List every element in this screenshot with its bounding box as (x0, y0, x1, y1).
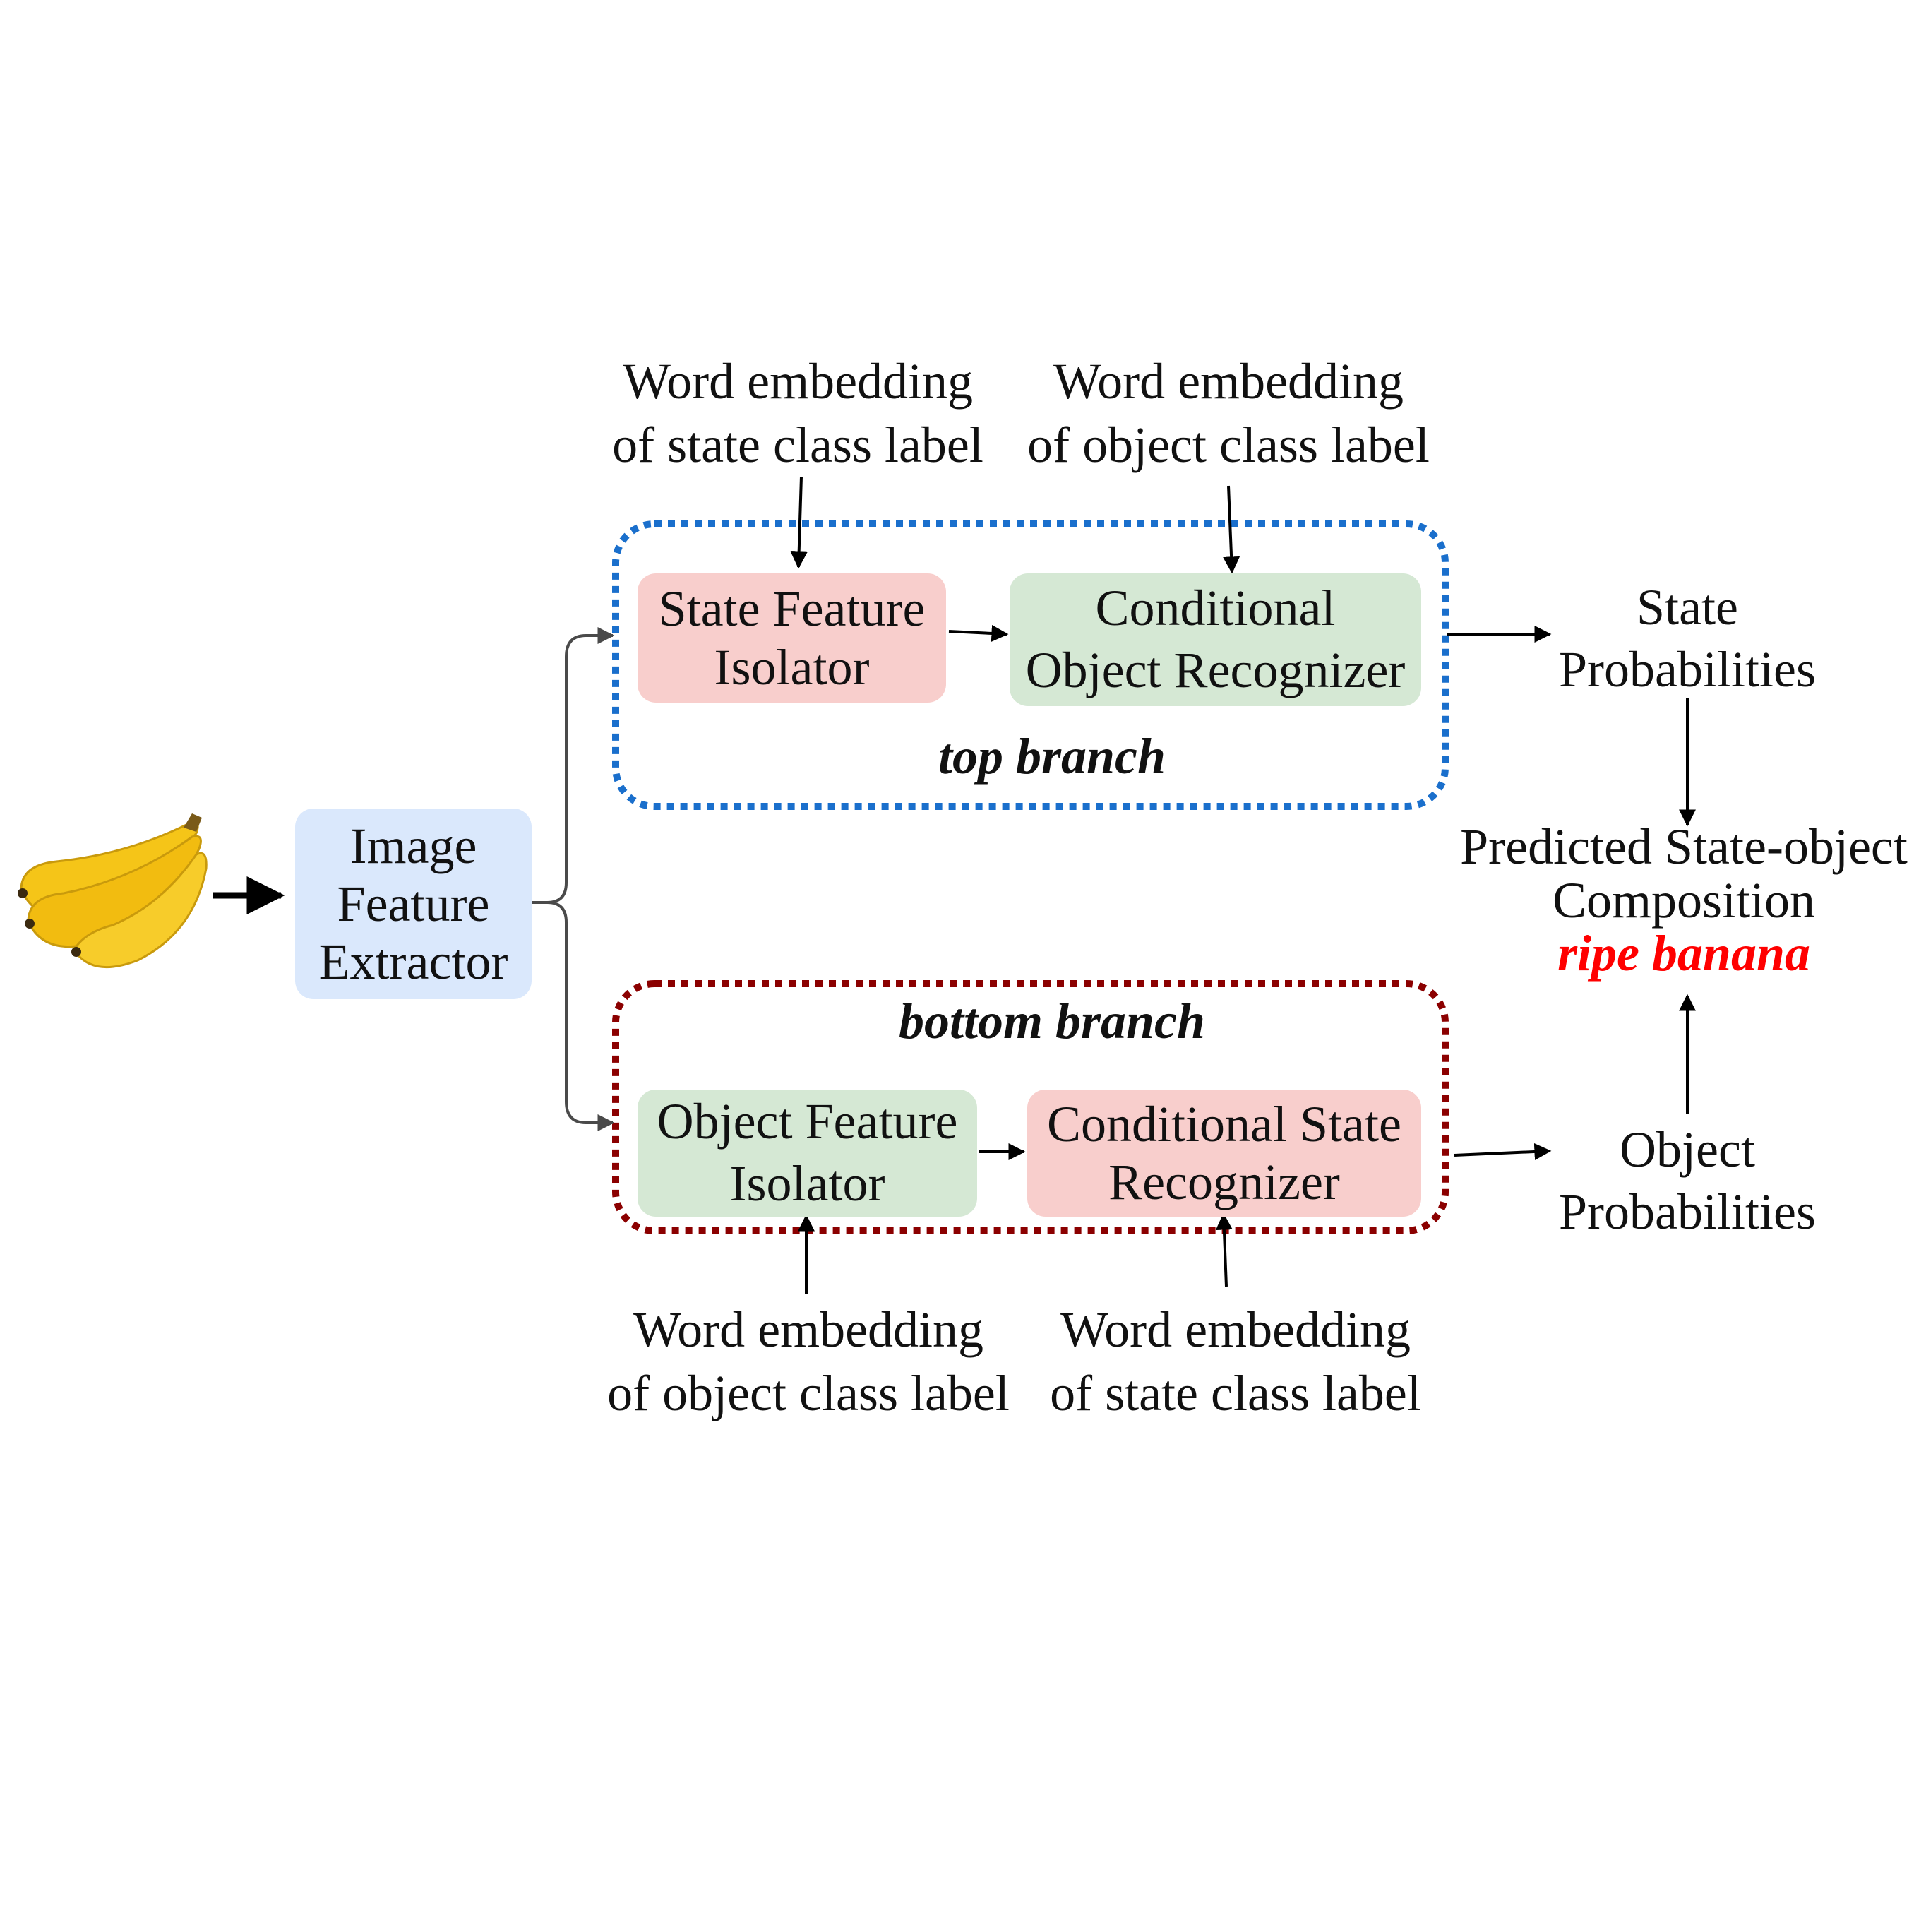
bottom-embed-state-line1: Word embedding (1060, 1301, 1411, 1358)
state-probabilities-label: State Probabilities (1497, 577, 1878, 701)
split-connector-bottom (546, 901, 615, 1131)
object-isolator-line1: Object Feature (657, 1093, 958, 1150)
bottom-branch-output-arrow (1454, 1143, 1552, 1160)
object-recognizer-line1: Conditional (1095, 580, 1336, 637)
object-isolator-line2: Isolator (729, 1155, 885, 1212)
bottom-embed-object-line2: of object class label (607, 1365, 1010, 1421)
state-isolator-to-recognizer-arrow (948, 624, 1009, 642)
top-embed-state-arrow (790, 476, 808, 569)
bottom-branch-label: bottom branch (898, 993, 1206, 1049)
state-probs-line1: State (1637, 579, 1738, 636)
extractor-line3: Extractor (318, 934, 508, 991)
state-feature-isolator: State Feature Isolator (638, 573, 946, 703)
object-probs-line2: Probabilities (1559, 1183, 1816, 1240)
predicted-composition-result: ripe banana (1557, 925, 1811, 982)
top-branch-label: top branch (938, 728, 1166, 785)
extractor-line2: Feature (337, 875, 490, 932)
top-embed-object-line1: Word embedding (1053, 353, 1404, 410)
bottom-embedding-object-label: Word embedding of object class label (579, 1298, 1038, 1425)
state-probs-line2: Probabilities (1559, 640, 1816, 698)
object-probabilities-label: Object Probabilities (1497, 1119, 1878, 1244)
conditional-state-recognizer: Conditional State Recognizer (1027, 1090, 1421, 1217)
prediction-label: Predicted State-object Composition ripe … (1440, 818, 1926, 982)
state-recognizer-line2: Recognizer (1108, 1154, 1340, 1210)
state-isolator-line1: State Feature (658, 580, 926, 638)
top-embed-object-line2: of object class label (1027, 417, 1430, 473)
state-isolator-line2: Isolator (714, 638, 870, 696)
banana-bunch-image (7, 812, 212, 978)
top-embedding-state-label: Word embedding of state class label (586, 350, 1010, 477)
top-branch-container (612, 520, 1449, 810)
bottom-branch-container (612, 980, 1449, 1234)
bottom-embed-state-line2: of state class label (1050, 1365, 1421, 1421)
object-recognizer-line2: Object Recognizer (1025, 642, 1406, 698)
state-recognizer-line1: Conditional State (1047, 1095, 1401, 1152)
conditional-object-recognizer: Conditional Object Recognizer (1010, 573, 1421, 706)
bottom-embedding-state-label: Word embedding of state class label (1024, 1298, 1447, 1425)
top-embed-object-arrow (1223, 485, 1240, 574)
split-connector-top (531, 627, 615, 904)
object-feature-isolator: Object Feature Isolator (638, 1090, 977, 1217)
prediction-line2: Composition (1552, 871, 1816, 929)
extractor-line1: Image (349, 817, 477, 874)
image-feature-extractor: Image Feature Extractor (295, 809, 532, 999)
top-embedding-object-label: Word embedding of object class label (1003, 350, 1454, 477)
object-probs-line1: Object (1620, 1121, 1755, 1178)
top-embed-state-line1: Word embedding (622, 353, 974, 410)
bottom-embed-object-line1: Word embedding (633, 1301, 984, 1358)
bottom-embed-state-arrow (1215, 1212, 1233, 1287)
top-embed-state-line2: of state class label (612, 417, 983, 473)
prediction-line1: Predicted State-object (1460, 818, 1908, 875)
